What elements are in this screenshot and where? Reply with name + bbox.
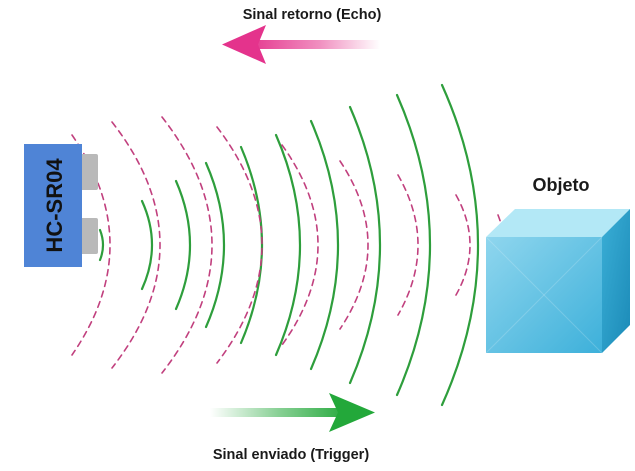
sensor-transducer-top — [78, 154, 98, 190]
return-wave-arc — [397, 174, 419, 316]
return-wave-arc — [455, 194, 471, 296]
return-wave-arc — [71, 134, 111, 356]
object-label: Objeto — [533, 175, 590, 195]
return-wave-arc — [281, 144, 319, 346]
trigger-label: Sinal enviado (Trigger) — [213, 447, 369, 463]
sound-waves — [71, 83, 505, 407]
echo-label: Sinal retorno (Echo) — [243, 7, 382, 23]
sensor-transducer-bottom — [78, 218, 98, 254]
sent-wave-arc — [174, 179, 192, 311]
cube-side — [602, 209, 630, 353]
sent-wave-arc — [239, 145, 264, 345]
sent-wave-arc — [309, 119, 340, 371]
ultrasonic-sensor-icon: HC-SR04 — [24, 144, 98, 267]
sensor-label: HC-SR04 — [42, 158, 67, 253]
return-wave-arc — [111, 121, 161, 369]
cube-icon — [485, 209, 630, 354]
return-wave-arc — [339, 160, 369, 330]
sent-wave-arc — [204, 161, 226, 329]
echo-arrow-icon — [222, 25, 380, 64]
sensor-body — [24, 144, 82, 267]
sent-wave-arc — [440, 83, 480, 407]
sent-wave-arc — [98, 228, 105, 262]
return-wave-arc — [216, 126, 263, 364]
sent-wave-arc — [395, 93, 432, 397]
cube-top — [486, 209, 630, 237]
return-wave-arc — [161, 116, 213, 374]
sent-wave-arc — [348, 105, 382, 385]
cube-front — [486, 237, 602, 353]
sent-wave-arc — [140, 199, 154, 291]
sent-wave-arc — [274, 133, 302, 357]
trigger-arrow-icon — [210, 393, 375, 432]
